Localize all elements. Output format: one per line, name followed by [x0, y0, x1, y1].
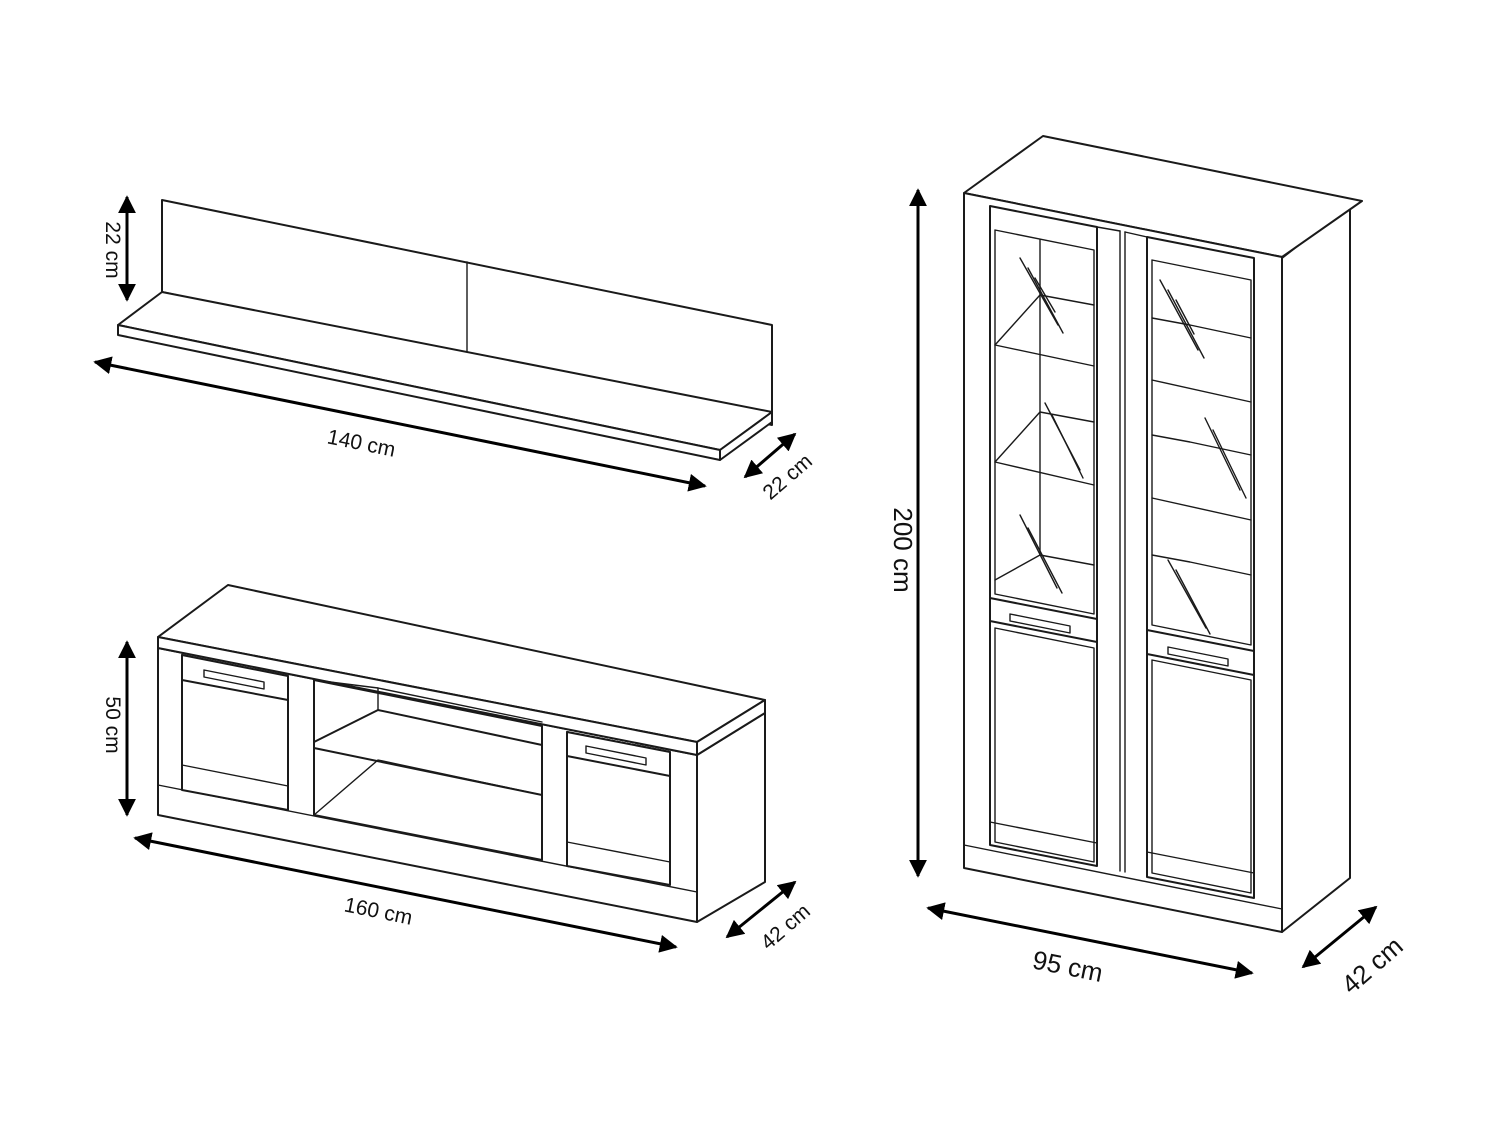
cabinet-plinth-line — [963, 844, 1283, 910]
cabinet-center-stile-d — [1124, 231, 1148, 238]
cabinet-left-handle — [1009, 613, 1071, 634]
cabinet-left-lower-rail — [989, 821, 1098, 844]
cabinet-right-shelf-2-front — [1151, 497, 1252, 521]
tv-stand-width-label: 160 cm — [342, 893, 414, 929]
cabinet-right-glass-reflections — [1159, 279, 1247, 635]
cabinet-left-door — [989, 205, 1098, 867]
shelf-width-label: 140 cm — [325, 425, 397, 461]
tv-stand-left-handle — [203, 669, 265, 690]
cabinet-left-glass-panel — [994, 229, 1095, 615]
cabinet-center-stile-a — [1096, 226, 1121, 232]
tv-stand-depth-arrow — [725, 880, 797, 939]
cabinet-right-door — [1146, 236, 1255, 899]
cabinet-left-shelf-2-front — [994, 461, 1095, 486]
cabinet-right-handle — [1167, 646, 1229, 667]
display-cabinet-drawing: 200 cm 95 cm 42 cm — [888, 135, 1409, 1000]
tv-stand-lower-back — [313, 759, 543, 816]
tv-stand-right-handle — [585, 745, 647, 766]
cabinet-depth-label: 42 cm — [1336, 931, 1409, 1000]
wall-shelf-drawing: 22 cm 140 cm 22 cm — [93, 195, 817, 505]
cabinet-depth-arrow — [1301, 905, 1378, 969]
tv-stand-drawing: 50 cm 160 cm 42 cm — [101, 584, 815, 955]
shelf-width-arrow — [93, 356, 707, 492]
tv-stand-top-edge-side — [696, 699, 766, 756]
cabinet-left-shelf-1-front — [994, 344, 1095, 367]
cabinet-right-shelf-3 — [1151, 554, 1252, 576]
cabinet-width-label: 95 cm — [1030, 944, 1105, 988]
shelf-depth-arrow — [743, 432, 797, 479]
cabinet-width-arrow — [926, 902, 1254, 979]
tv-stand-width-arrow — [133, 832, 678, 953]
cabinet-right-lower-rail — [1146, 851, 1255, 874]
cabinet-right-glass-panel — [1151, 259, 1252, 646]
cabinet-right-lower-panel — [1151, 659, 1252, 894]
cabinet-height-label: 200 cm — [888, 507, 918, 592]
tv-stand-height-label: 50 cm — [101, 696, 124, 753]
cabinet-left-lower-panel — [994, 627, 1095, 863]
cabinet-right-drawer-panel — [1146, 629, 1255, 676]
cabinet-right-shelf-1-front — [1151, 379, 1252, 403]
cabinet-right-side — [1281, 204, 1351, 933]
shelf-height-label: 22 cm — [101, 221, 124, 278]
cabinet-left-glass-reflections — [1019, 257, 1084, 594]
tv-stand-left-door-rail — [181, 764, 289, 787]
tv-stand-middle-shelf — [313, 709, 543, 796]
cabinet-right-shelf-2 — [1151, 434, 1252, 456]
